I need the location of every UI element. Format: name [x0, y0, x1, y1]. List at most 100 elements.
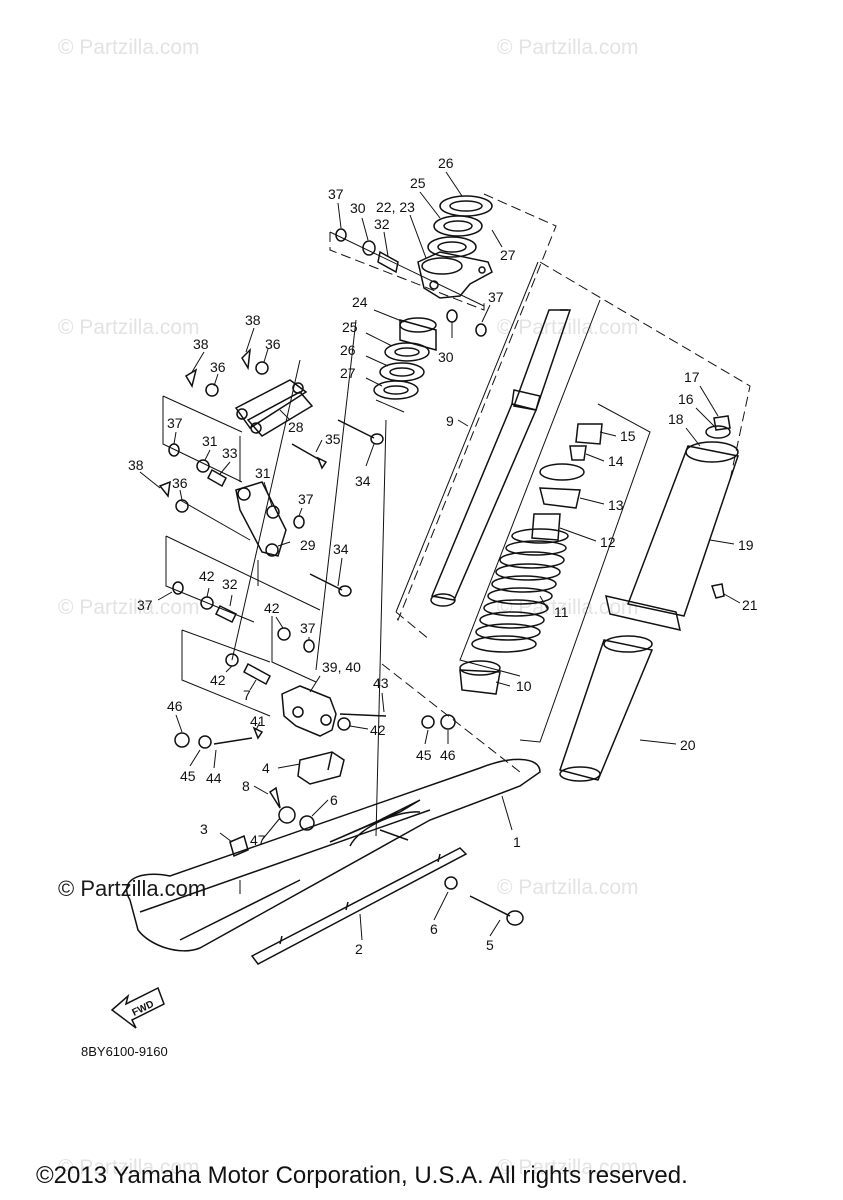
callout: 30	[438, 349, 454, 365]
ski-bolt	[444, 876, 524, 926]
callout: 11	[554, 604, 569, 620]
callout: 38	[128, 457, 144, 473]
callout: 27	[340, 365, 356, 381]
middle-bushing-stack	[373, 317, 437, 400]
callout: 6	[430, 921, 438, 937]
shock-boot	[605, 415, 739, 631]
callout: 32	[222, 576, 238, 592]
callout: 28	[288, 419, 304, 435]
callout: 42	[370, 722, 386, 738]
callout: 46	[440, 747, 456, 763]
upper-link-arm	[234, 379, 314, 437]
callout: 39, 40	[322, 659, 361, 675]
callout: 13	[608, 497, 624, 513]
shock-rod	[430, 309, 572, 607]
callout: 31	[255, 465, 271, 481]
callout: 18	[668, 411, 684, 427]
callout: 36	[210, 359, 226, 375]
callout: 47	[250, 832, 266, 848]
callout: 16	[678, 391, 694, 407]
callout: 41	[250, 713, 266, 729]
callout: 36	[265, 336, 281, 352]
callout: 46	[167, 698, 183, 714]
shock-cover	[559, 635, 654, 782]
shock-spring	[471, 528, 569, 653]
ski	[126, 758, 541, 952]
ski-runner	[250, 847, 468, 965]
callout: 9	[446, 413, 454, 429]
forward-arrow: FWD	[110, 986, 165, 1029]
callout: 37	[488, 289, 504, 305]
watermark: © Partzilla.com	[58, 36, 200, 59]
callout: 37	[300, 620, 316, 636]
callout: 44	[206, 770, 222, 786]
callout: 21	[742, 597, 758, 613]
callout: 42	[199, 568, 215, 584]
callout: 10	[516, 678, 532, 694]
watermark: © Partzilla.com	[497, 36, 639, 59]
callout: 1	[513, 834, 521, 850]
callout: 37	[298, 491, 314, 507]
callout: 8	[242, 778, 250, 794]
callout: 38	[193, 336, 209, 352]
callout-labels: 26 25 22, 23 32 30 37 27 37 30 24 25 26 …	[128, 155, 758, 957]
diagram-code: 8BY6100-9160	[81, 1044, 168, 1059]
callout: 7	[243, 687, 251, 703]
callout: 37	[137, 597, 153, 613]
callout: 29	[300, 537, 316, 553]
callout: 42	[210, 672, 226, 688]
callout: 37	[167, 415, 183, 431]
callout: 34	[355, 473, 371, 489]
callout: 33	[222, 445, 238, 461]
spring-seats	[459, 423, 603, 695]
callout: 14	[608, 453, 624, 469]
lower-mount-block	[174, 685, 456, 749]
callout: 32	[374, 216, 390, 232]
callout: 25	[410, 175, 426, 191]
watermark: © Partzilla.com	[497, 876, 639, 899]
callout: 31	[202, 433, 218, 449]
callout: 6	[330, 792, 338, 808]
watermark: © Partzilla.com	[58, 1156, 200, 1179]
callout: 22, 23	[376, 199, 415, 215]
callout: 25	[342, 319, 358, 335]
watermark: © Partzilla.com	[497, 1156, 639, 1179]
damper-block	[297, 751, 345, 785]
callout: 20	[680, 737, 696, 753]
callout: 17	[684, 369, 700, 385]
group-outlines	[329, 193, 751, 773]
callout: 38	[245, 312, 261, 328]
callout: 4	[262, 760, 270, 776]
watermark: © Partzilla.com	[497, 316, 639, 339]
callout: 36	[172, 475, 188, 491]
callout: 35	[325, 431, 341, 447]
leader-lines	[139, 171, 741, 941]
callout: 42	[264, 600, 280, 616]
callout: 24	[352, 294, 368, 310]
callout: 27	[500, 247, 516, 263]
callout: 2	[355, 941, 363, 957]
upper-bushing-stack	[427, 195, 493, 258]
watermark: © Partzilla.com	[58, 596, 200, 619]
callout: 45	[416, 747, 432, 763]
upper-bracket	[417, 251, 493, 299]
copyright-footer: ©2013 Yamaha Motor Corporation, U.S.A. A…	[36, 1162, 688, 1189]
callout: 37	[328, 186, 344, 202]
callout: 3	[200, 821, 208, 837]
callout: 43	[373, 675, 389, 691]
callout: 26	[438, 155, 454, 171]
callout: 34	[333, 541, 349, 557]
callout: 30	[350, 200, 366, 216]
callout: 5	[486, 937, 494, 953]
watermark: © Partzilla.com	[58, 316, 200, 339]
callout: 26	[340, 342, 356, 358]
callout: 15	[620, 428, 636, 444]
upper-collar	[335, 228, 487, 337]
group-brackets	[162, 231, 651, 894]
lower-link-arm	[235, 481, 287, 557]
lower-hardware	[229, 786, 315, 858]
callout: 19	[738, 537, 754, 553]
callout: 45	[180, 768, 196, 784]
callout: 12	[600, 534, 616, 550]
